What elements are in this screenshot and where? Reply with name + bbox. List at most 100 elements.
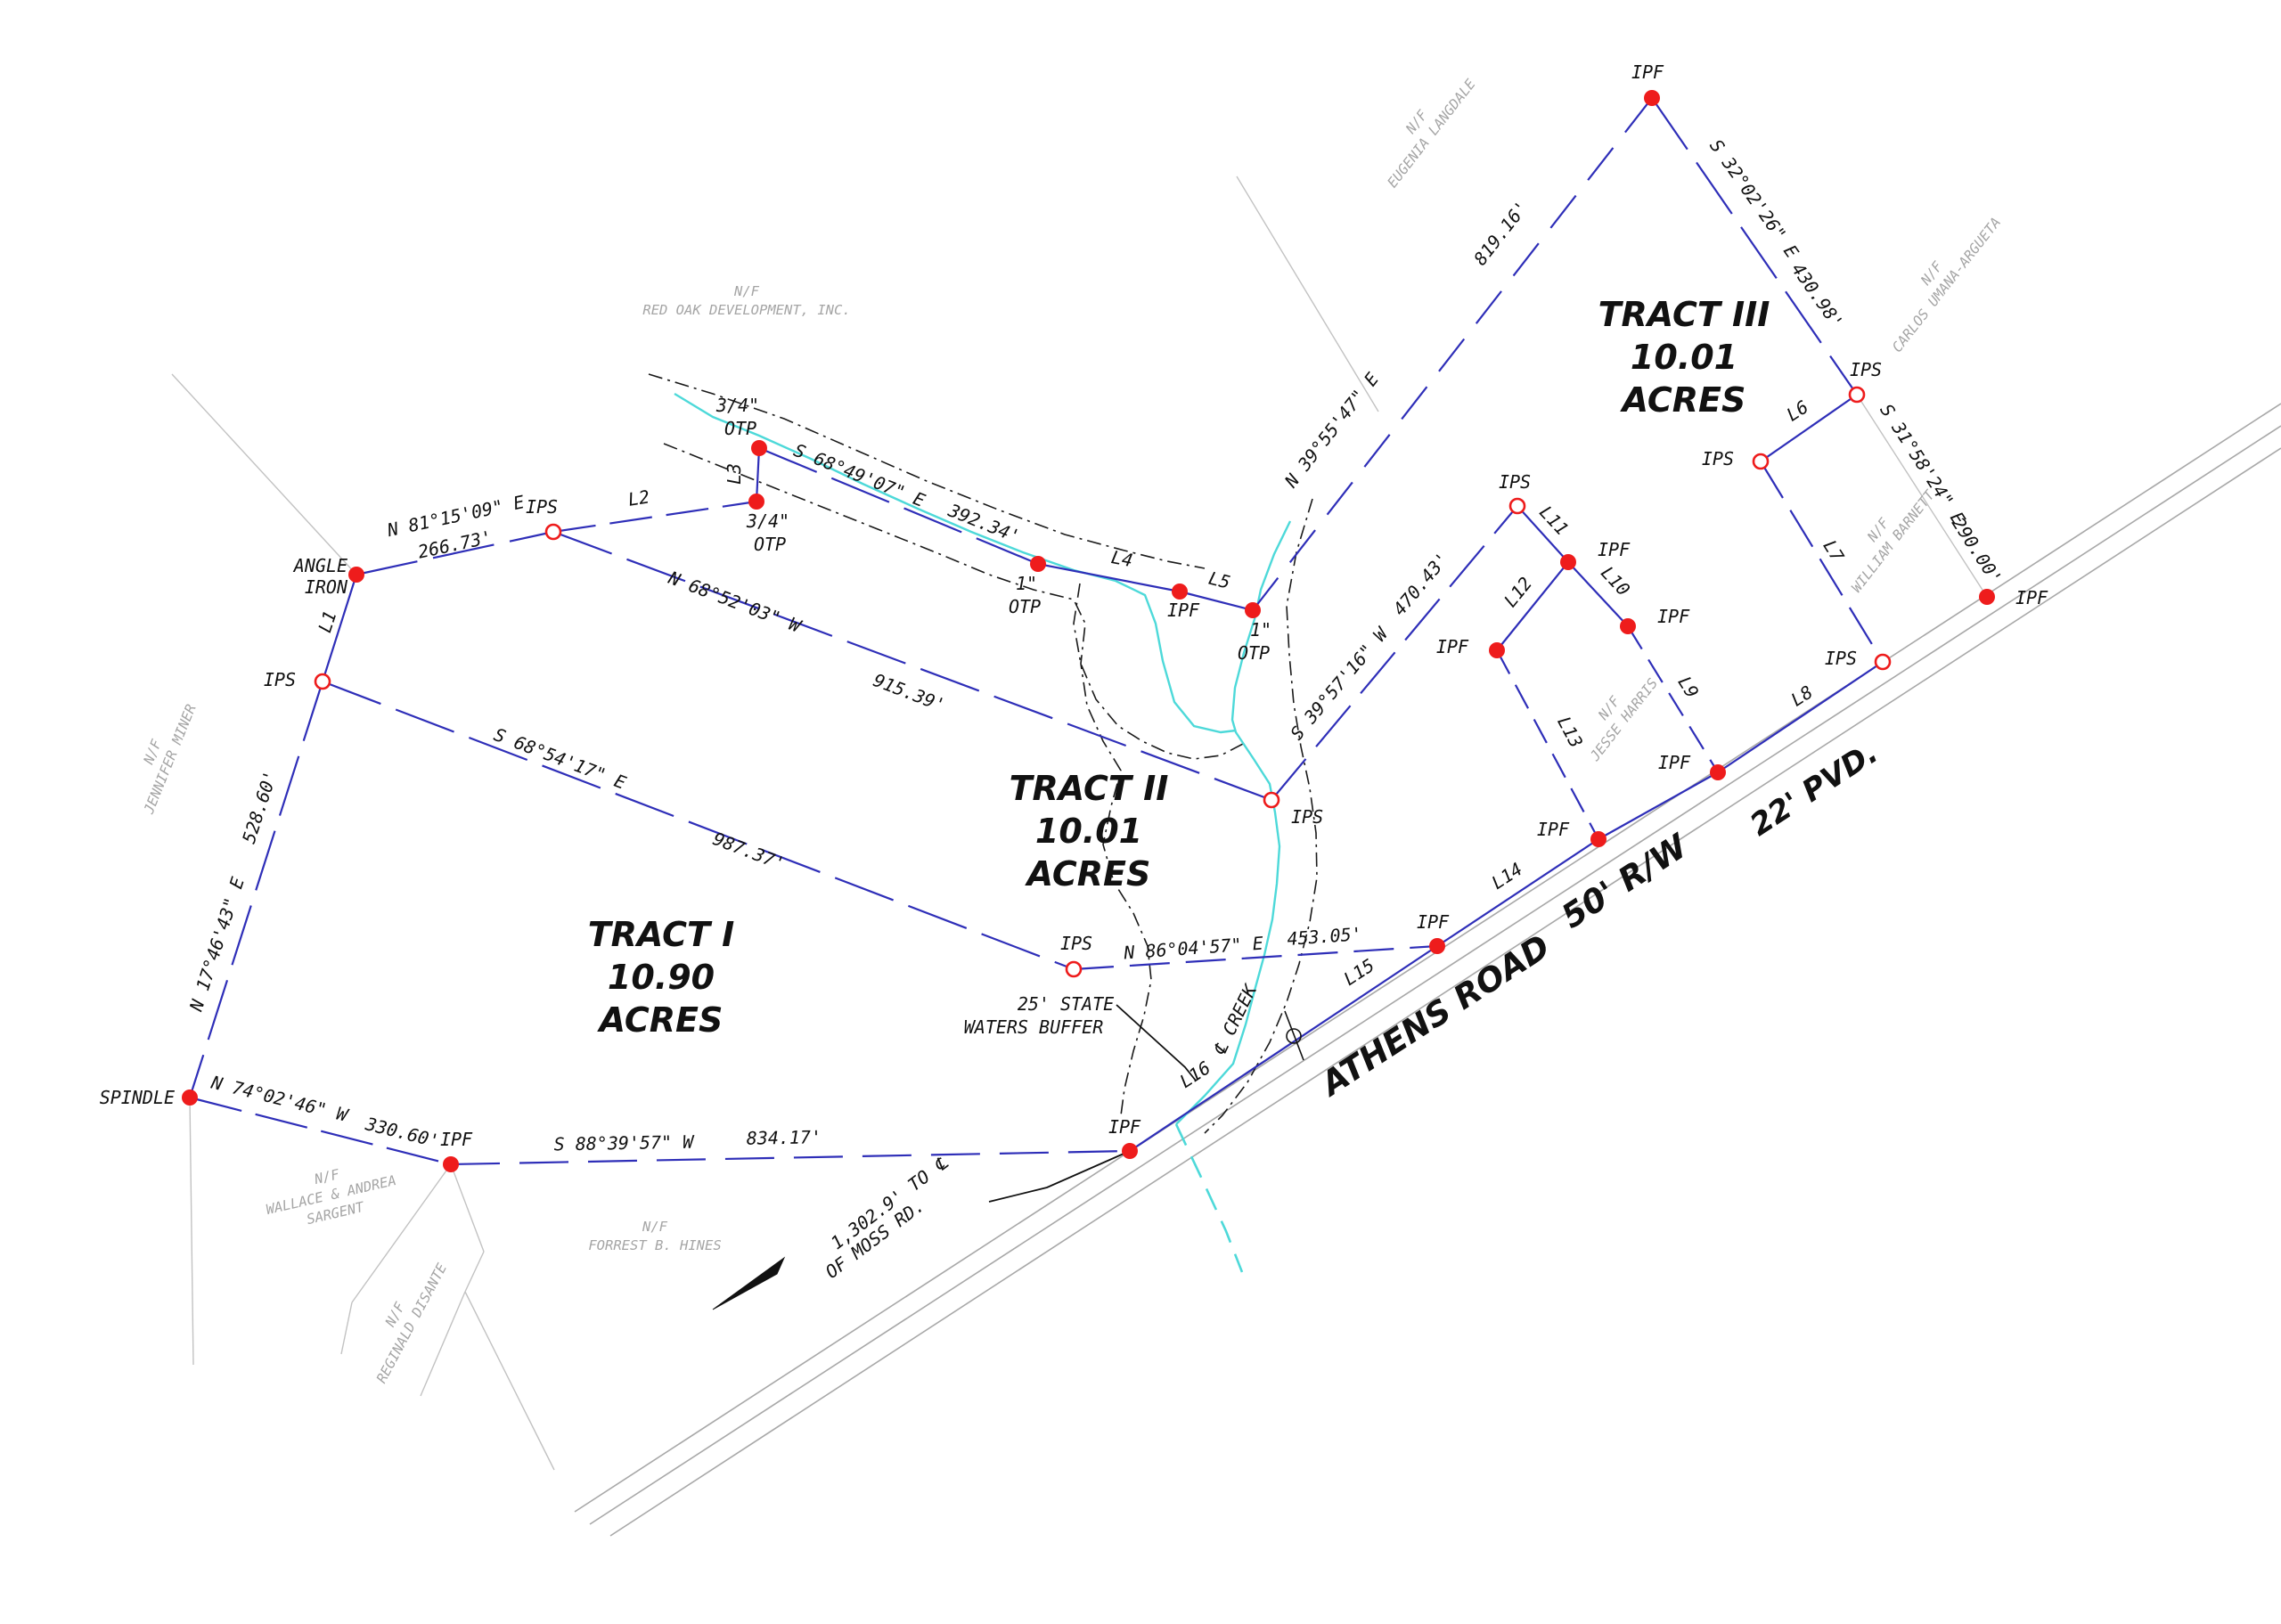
bearing-label: S 88°39'57" W <box>553 1131 695 1155</box>
line-number-label: L2 <box>626 486 651 510</box>
boundary-line <box>1496 561 1569 651</box>
monument-set-circle <box>1508 497 1526 515</box>
monument-found-label: IPF <box>1167 600 1200 621</box>
monument-found-label: 1" <box>1016 573 1037 594</box>
monument-found-dot <box>1172 583 1188 600</box>
boundary-line <box>552 500 757 534</box>
adjacent-parcel-line <box>1856 394 1988 598</box>
monument-found-dot <box>1979 589 1995 605</box>
boundary-line <box>758 446 1039 566</box>
monument-found-label: IPF <box>1417 911 1450 933</box>
adjacent-parcel-line <box>450 1163 485 1253</box>
monument-set-circle <box>1874 653 1892 671</box>
boundary-line <box>1627 625 1719 773</box>
boundary-line <box>1717 661 1884 773</box>
line-number-label: L4 <box>1109 546 1134 571</box>
boundary-line <box>321 574 358 682</box>
monument-found-dot <box>443 1156 459 1172</box>
monument-found-label: 3/4" <box>746 510 789 532</box>
monument-found-dot <box>1489 642 1505 658</box>
monument-set-circle <box>1263 791 1280 809</box>
monument-set-circle <box>1752 453 1770 470</box>
boundary-line <box>755 447 761 502</box>
adjacent-parcel-line <box>351 1163 452 1303</box>
monument-found-dot <box>748 494 764 510</box>
monument-found-dot <box>348 567 364 583</box>
monument-set-label: IPS <box>1702 448 1734 469</box>
adjacent-parcel-line <box>464 1251 485 1293</box>
utility-pole-symbol <box>1286 1028 1302 1044</box>
moss-rd-arrow <box>712 1256 786 1310</box>
note-label: WATERS BUFFER <box>964 1016 1104 1038</box>
monument-found-label: OTP <box>1238 642 1270 664</box>
line-number-label: L5 <box>1206 567 1232 593</box>
monument-found-dot <box>751 440 767 456</box>
boundary-line <box>356 530 554 576</box>
state-waters-buffer-line <box>1204 498 1318 1134</box>
monument-found-label: IPF <box>1657 606 1690 627</box>
monument-found-dot <box>1560 554 1576 570</box>
boundary-line <box>1567 561 1629 627</box>
line-number-label: L3 <box>724 463 745 485</box>
athens-road-line <box>609 447 2281 1537</box>
boundary-line <box>1598 771 1719 840</box>
note-label: 25' STATE <box>1018 993 1114 1015</box>
monument-found-label: IRON <box>305 576 348 598</box>
monument-found-dot <box>1245 602 1261 618</box>
monument-set-label: IPS <box>1060 933 1092 954</box>
boundary-line <box>1651 97 1858 396</box>
adjacent-parcel-line <box>420 1291 466 1397</box>
monument-set-circle <box>1065 960 1083 978</box>
state-waters-buffer-line <box>1073 583 1244 760</box>
monument-found-label: IPF <box>1598 539 1631 560</box>
monument-found-label: 1" <box>1250 619 1271 641</box>
bearing-label: 453.05' <box>1287 923 1363 950</box>
boundary-line <box>1517 505 1569 563</box>
boundary-line <box>322 680 1075 971</box>
monument-set-label: IPS <box>1499 471 1531 493</box>
monument-set-label: IPS <box>1850 359 1882 380</box>
bearing-label: 834.17' <box>747 1126 822 1148</box>
boundary-line <box>1271 505 1518 801</box>
buffer-leader <box>1116 1004 1197 1081</box>
monument-found-dot <box>1030 556 1046 572</box>
monument-found-dot <box>1590 831 1607 847</box>
boundary-line <box>1073 944 1438 971</box>
athens-road-line <box>574 403 2281 1513</box>
utility-pole-line <box>1284 1010 1304 1061</box>
boundary-line <box>1436 838 1599 947</box>
monument-set-circle <box>1848 386 1866 404</box>
boundary-line <box>1037 562 1181 593</box>
monument-found-dot <box>1620 618 1636 634</box>
boundary-line <box>188 681 324 1098</box>
monument-found-label: OTP <box>1009 596 1041 617</box>
monument-found-label: IPF <box>1436 636 1469 657</box>
monument-found-label: IPF <box>440 1129 473 1150</box>
monument-found-label: IPF <box>2015 587 2048 608</box>
monument-set-circle <box>314 673 331 690</box>
boundary-line <box>1760 394 1858 462</box>
boundary-line <box>1252 97 1653 611</box>
boundary-line <box>189 1096 452 1166</box>
moss-rd-leader <box>988 1150 1131 1203</box>
boundary-line <box>1129 945 1438 1152</box>
monument-found-dot <box>1644 90 1660 106</box>
adjacent-parcel-line <box>464 1291 555 1471</box>
boundary-line <box>1496 649 1599 840</box>
monument-found-label: 3/4" <box>715 395 759 416</box>
monument-set-label: IPS <box>1825 648 1857 669</box>
athens-road-line <box>589 425 2281 1525</box>
state-waters-buffer-line <box>663 443 1152 1116</box>
boundary-line <box>450 1149 1131 1166</box>
creek-road-crossing <box>1174 1123 1244 1273</box>
adjacent-parcel-line <box>1236 175 1379 412</box>
monument-found-dot <box>1122 1143 1138 1159</box>
monument-set-circle <box>544 523 562 541</box>
boundary-line <box>1760 461 1884 663</box>
